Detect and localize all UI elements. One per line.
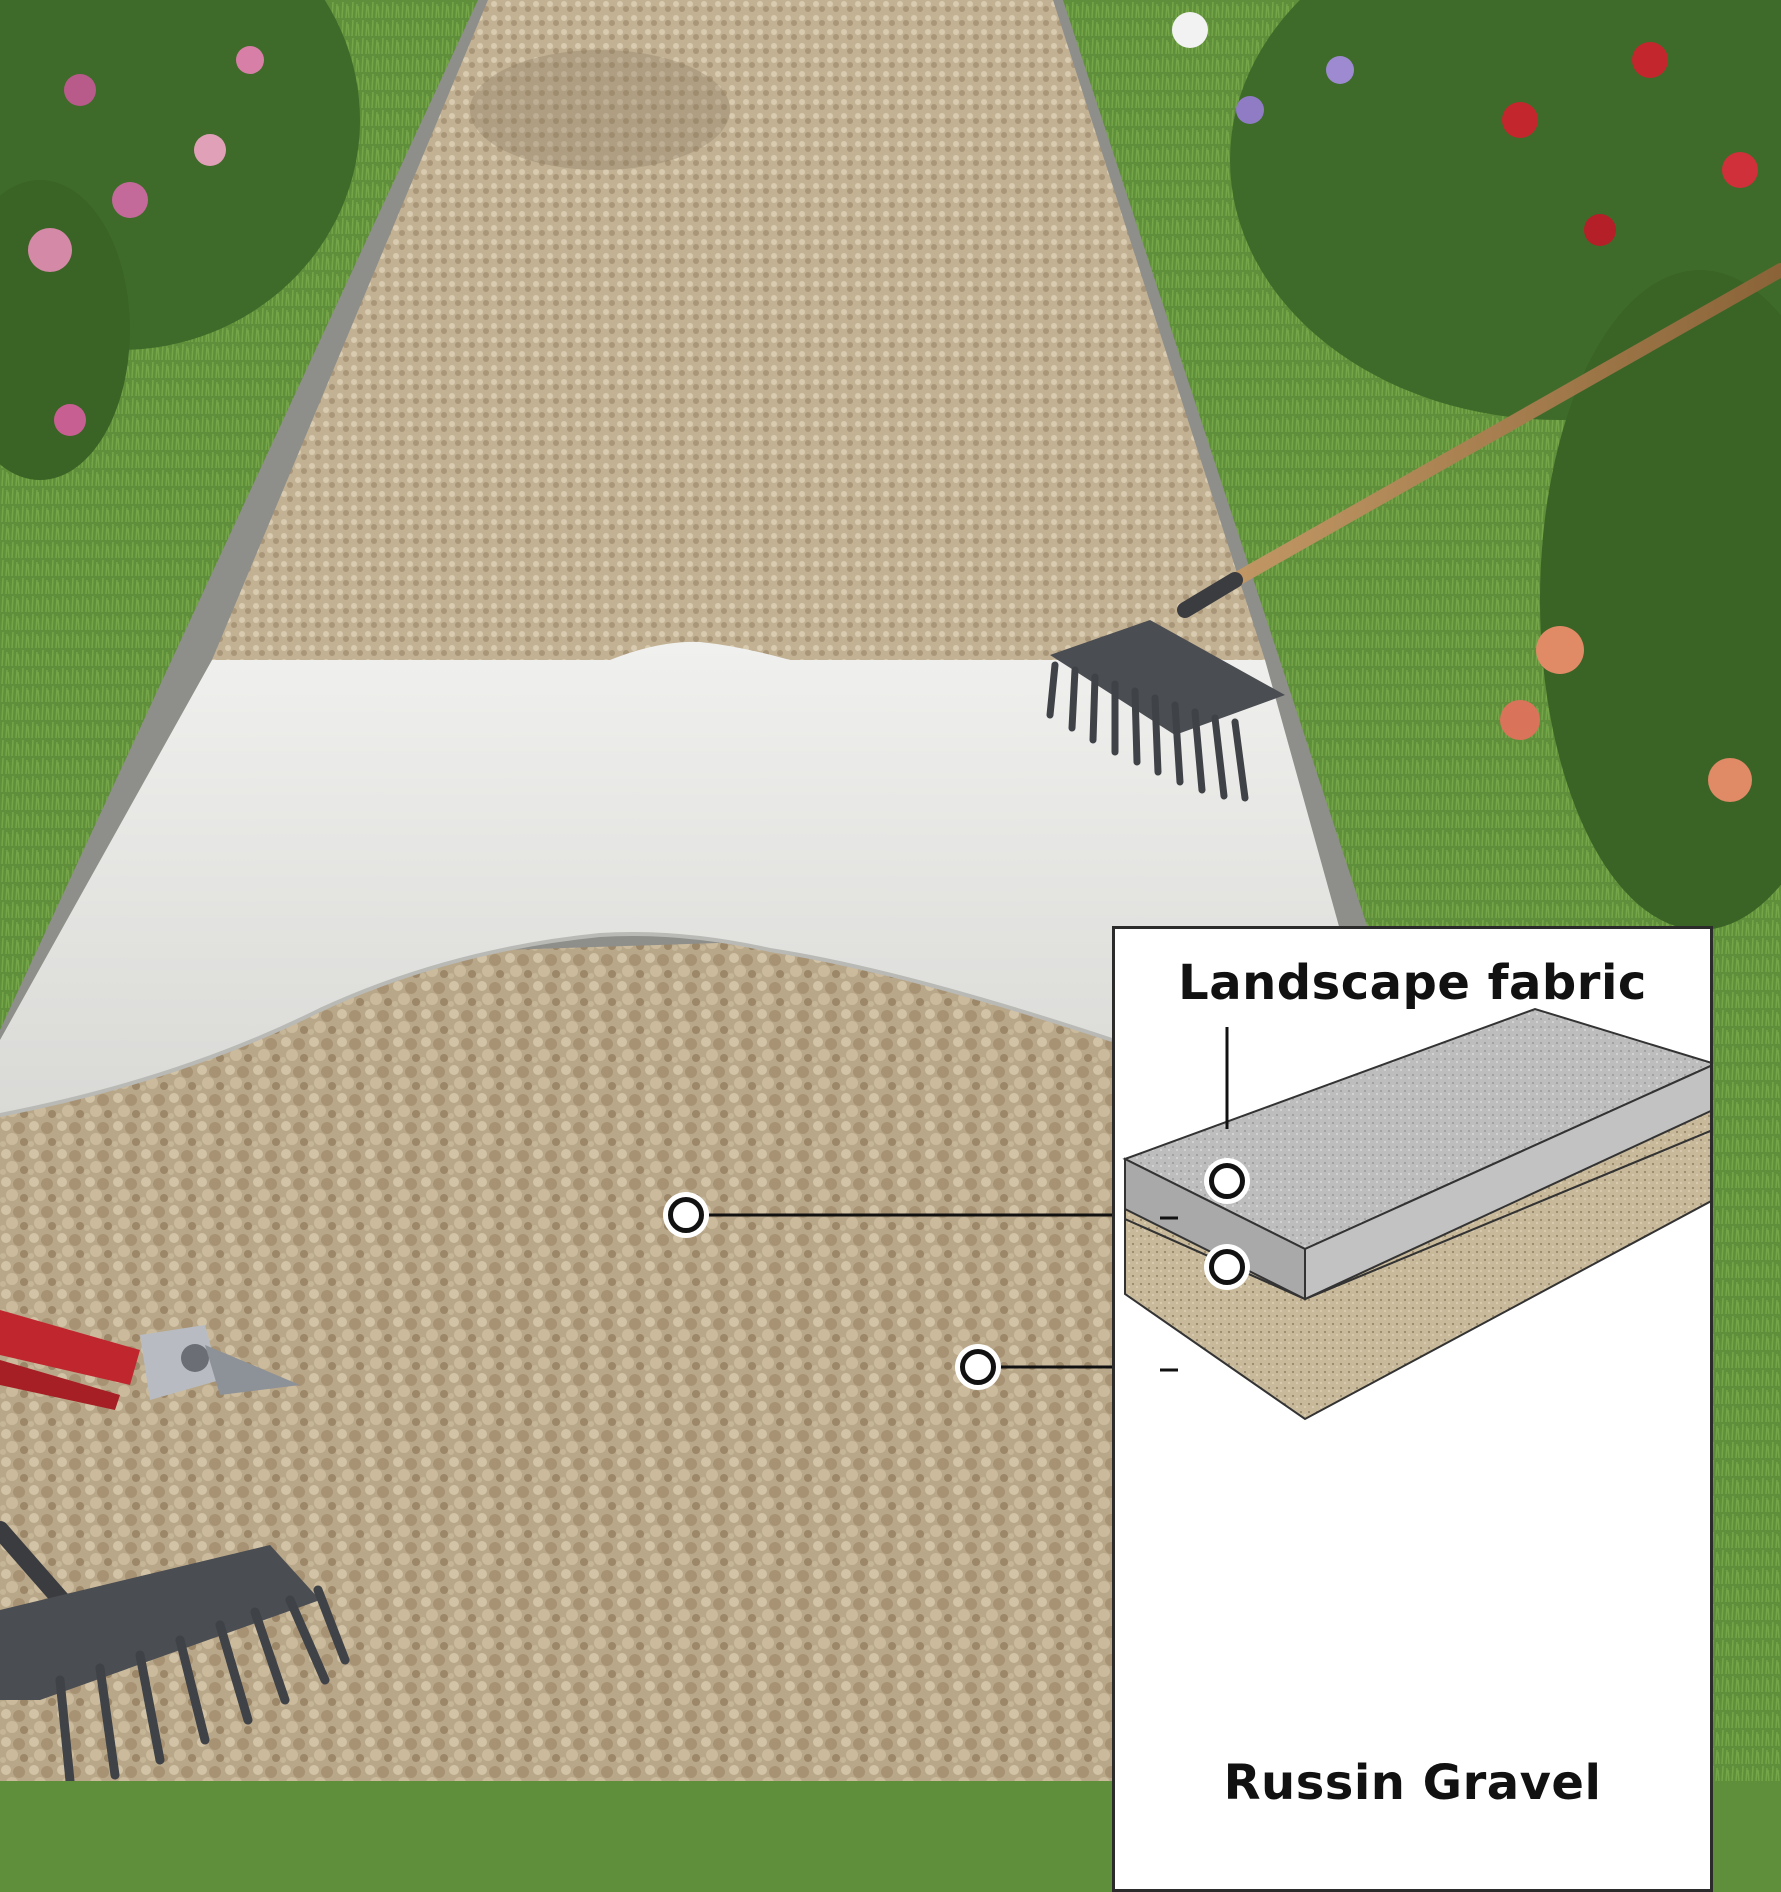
callout-label-landscape-fabric: Landscape fabric [1178, 955, 1647, 1011]
gravel-path-near [0, 1000, 1630, 1781]
gravel-path-far [212, 0, 1265, 660]
rake-upper [1046, 263, 1781, 802]
callout-marker-base [1209, 1249, 1245, 1285]
marker-gravel-layer [960, 1349, 996, 1385]
callout-label-russin-gravel: Russin Gravel [1223, 1755, 1602, 1811]
flower-bed-left [0, 0, 360, 480]
rake-lower [0, 1521, 350, 1781]
pruners [0, 1310, 300, 1410]
layer-diagram-callout: Landscape fabric Russin Gravel [1112, 926, 1713, 1892]
layer-cross-section [1122, 1007, 1710, 1421]
landscape-fabric [0, 641, 1340, 1115]
flower-bed-right [1172, 0, 1781, 930]
marker-fabric-layer [668, 1197, 704, 1233]
callout-marker-fabric [1209, 1163, 1245, 1199]
